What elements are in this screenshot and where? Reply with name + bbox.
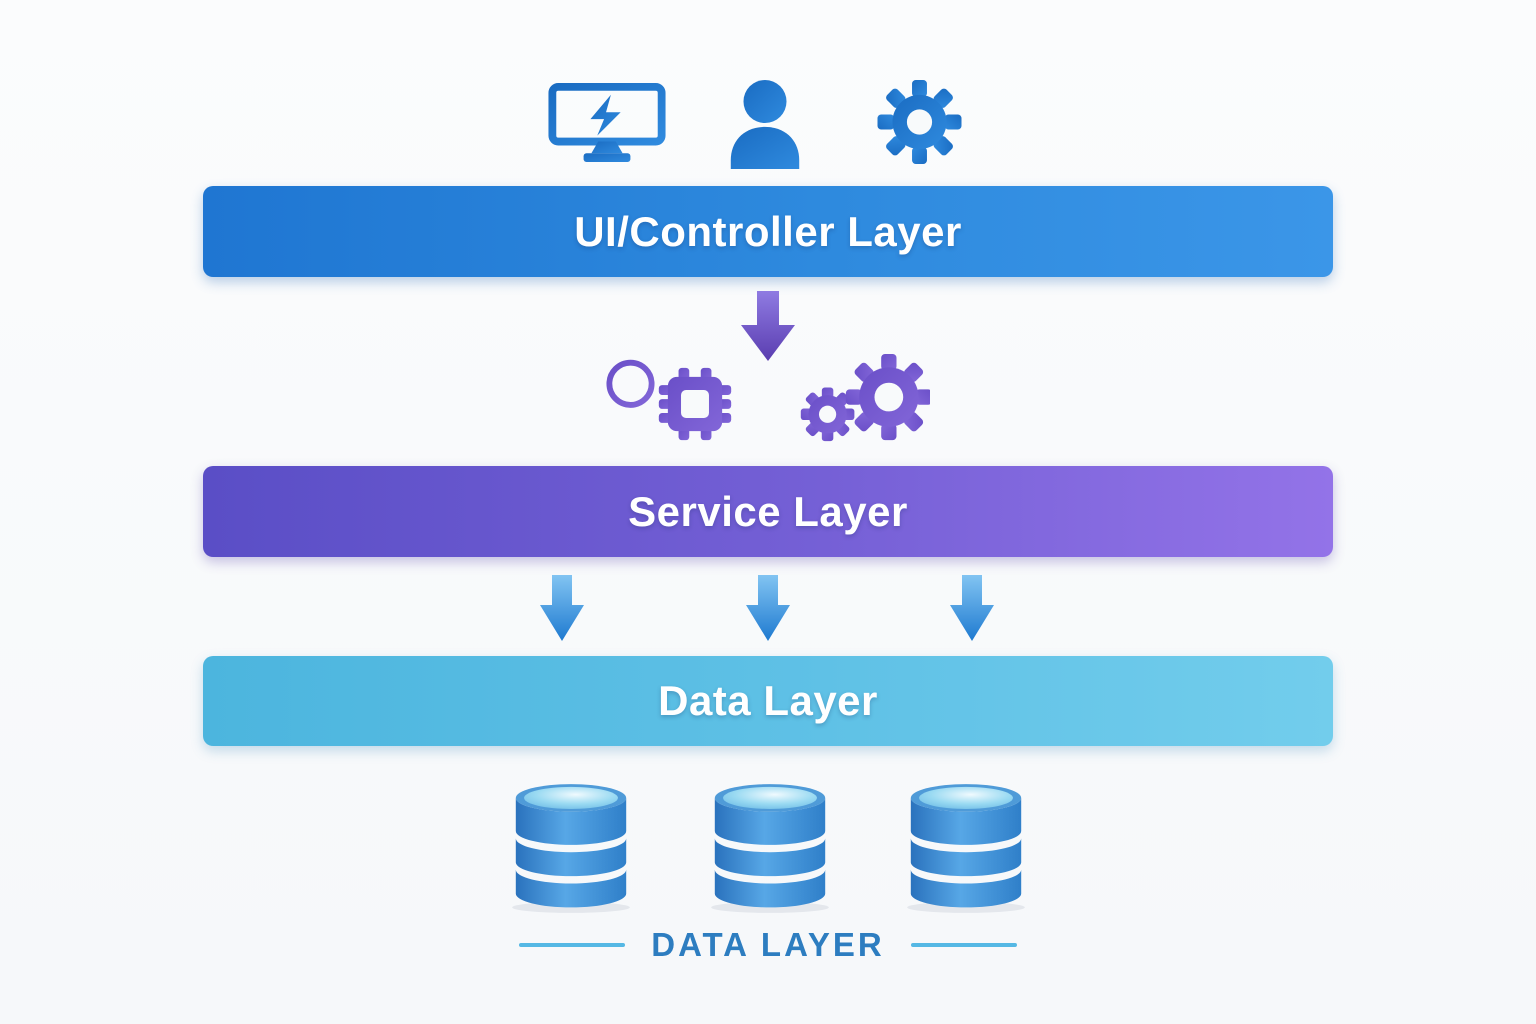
down-arrow-blue-icon — [540, 575, 584, 641]
database-icon — [512, 784, 630, 913]
user-icon — [730, 80, 800, 169]
database-icon — [711, 784, 829, 913]
service-layer-banner: Service Layer — [203, 466, 1333, 557]
caption-line-right — [910, 943, 1017, 947]
data-layer-banner: Data Layer — [203, 656, 1333, 746]
down-arrow-blue-icon — [950, 575, 994, 641]
ui-controller-layer-banner: UI/Controller Layer — [203, 186, 1333, 277]
data-layer-caption: DATA LAYER — [651, 926, 885, 963]
gear-icon — [877, 80, 962, 164]
caption-line-left — [519, 943, 626, 947]
chip-icon — [658, 367, 732, 441]
down-arrow-blue-icon — [746, 575, 790, 641]
service-layer-label: Service Layer — [628, 487, 908, 535]
data-layer-label: Data Layer — [658, 677, 878, 724]
database-icon — [907, 784, 1025, 913]
monitor-bolt-icon — [548, 83, 666, 163]
footer-caption: DATA LAYER — [0, 926, 1536, 964]
down-arrow-purple-icon — [741, 291, 795, 361]
lightbulb-icon — [606, 359, 655, 442]
ui-controller-layer-label: UI/Controller Layer — [574, 207, 962, 255]
double-gears-icon — [800, 353, 930, 442]
